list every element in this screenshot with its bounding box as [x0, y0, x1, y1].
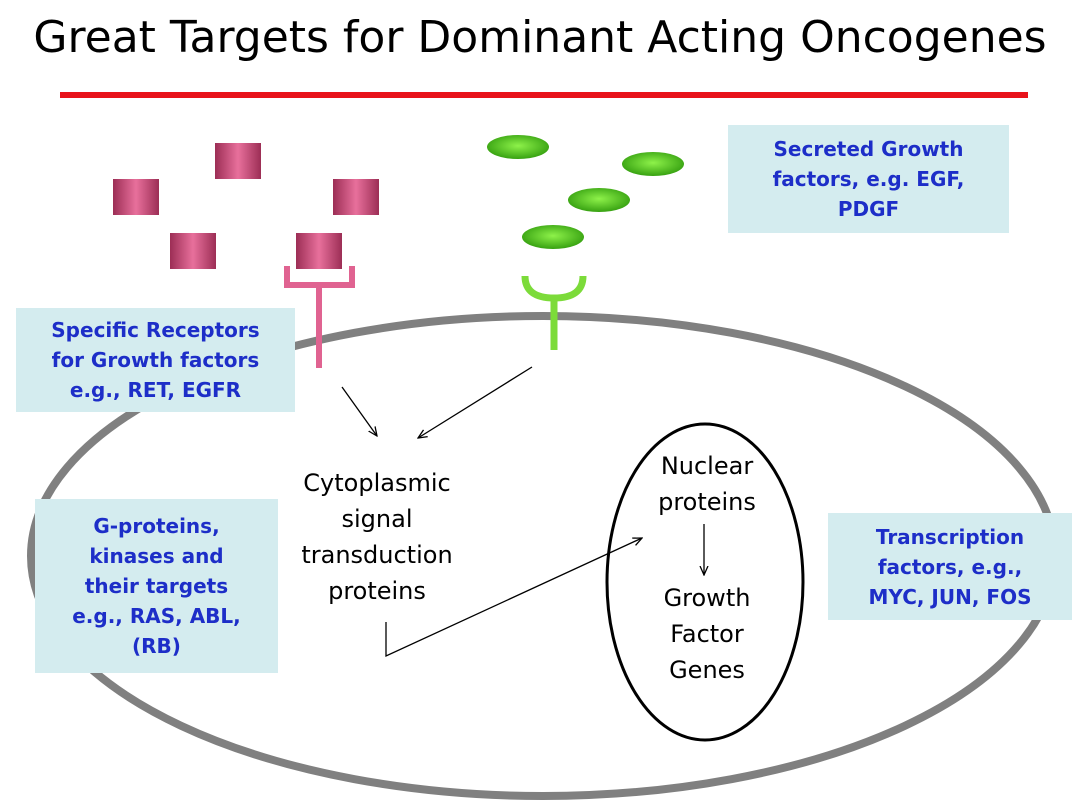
label-line: Nuclear: [660, 452, 754, 480]
pink-growth-factor: [113, 179, 159, 215]
callout-g-proteins: G-proteins, kinases and their targets e.…: [35, 499, 278, 673]
callout-line: for Growth factors: [51, 348, 260, 372]
callout-line: Specific Receptors: [51, 318, 260, 342]
pink-growth-factor: [170, 233, 216, 269]
label-line: proteins: [328, 577, 426, 605]
label-line: Cytoplasmic: [303, 469, 451, 497]
arrow-pink-receptor-to-cytoplasm: [341, 386, 377, 436]
green-growth-factor: [522, 225, 584, 249]
nucleus: [605, 422, 805, 742]
callout-line: factors, e.g. EGF,: [772, 167, 965, 191]
arrow-cytoplasm-to-nucleus: [385, 538, 642, 658]
callout-secreted-growth-factors: Secreted Growth factors, e.g. EGF, PDGF: [728, 125, 1009, 233]
callout-line: e.g., RET, EGFR: [69, 378, 242, 402]
callout-line: (RB): [132, 634, 181, 658]
label-line: Growth: [663, 584, 751, 612]
label-line: Factor: [670, 620, 744, 648]
callout-specific-receptors: Specific Receptors for Growth factors e.…: [16, 308, 295, 412]
pink-receptor: [284, 266, 355, 368]
callout-line: MYC, JUN, FOS: [868, 584, 1032, 609]
callout-line: Transcription: [875, 524, 1025, 549]
pink-growth-factor: [296, 233, 342, 269]
callout-line: Secreted Growth: [773, 137, 964, 161]
pink-growth-factor: [215, 143, 261, 179]
callout-line: G-proteins,: [93, 514, 220, 538]
pink-growth-factor: [333, 179, 379, 215]
slide-title: Great Targets for Dominant Acting Oncoge…: [33, 12, 1047, 63]
callout-line: PDGF: [837, 197, 900, 221]
green-growth-factor: [622, 152, 684, 176]
label-nuclear-proteins: Nuclear proteins: [632, 448, 782, 520]
title-underline: [60, 92, 1028, 98]
callout-line: factors, e.g.,: [877, 554, 1023, 579]
label-growth-factor-genes: Growth Factor Genes: [632, 580, 782, 688]
callout-transcription-factors: Transcription factors, e.g., MYC, JUN, F…: [828, 513, 1072, 620]
callout-line: e.g., RAS, ABL,: [72, 604, 241, 628]
label-cytoplasmic-proteins: Cytoplasmic signal transduction proteins: [277, 465, 477, 609]
arrow-green-receptor-to-cytoplasm: [418, 366, 533, 438]
label-line: transduction: [301, 541, 453, 569]
callout-line: their targets: [84, 574, 229, 598]
green-growth-factor: [487, 135, 549, 159]
label-line: signal: [341, 505, 413, 533]
callout-line: kinases and: [89, 544, 224, 568]
green-growth-factor: [568, 188, 630, 212]
green-receptor: [521, 275, 587, 350]
label-line: proteins: [658, 488, 756, 516]
label-line: Genes: [669, 656, 745, 684]
